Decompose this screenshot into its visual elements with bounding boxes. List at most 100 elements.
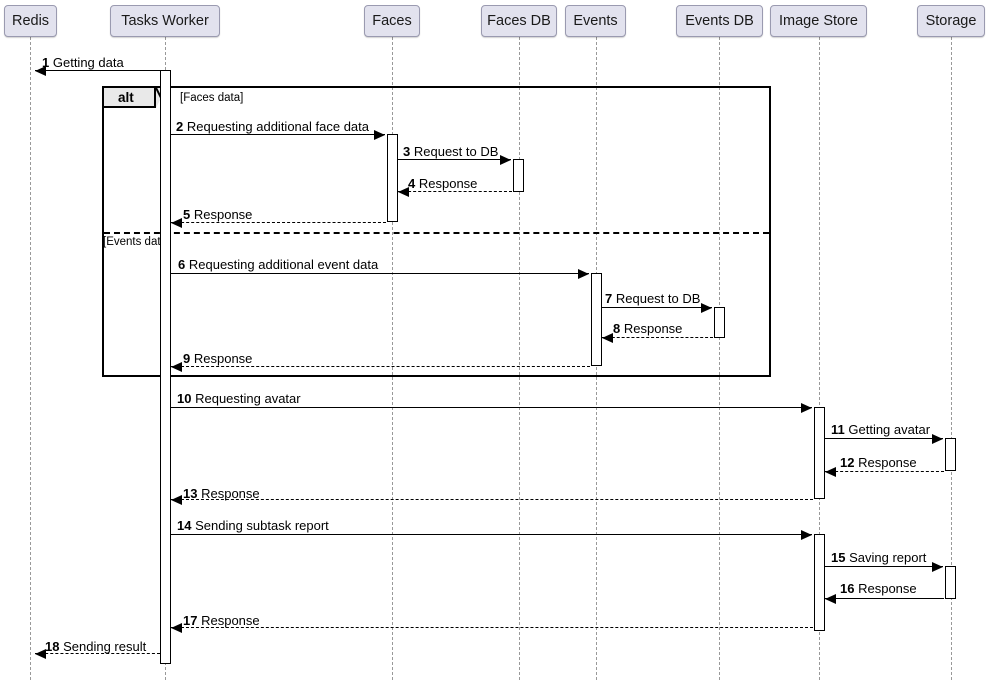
message-seq-15: 15 [831,550,846,565]
message-arrowhead-17 [171,622,182,633]
message-seq-10: 10 [177,391,192,406]
message-label-6: 6 Requesting additional event data [178,257,378,272]
participant-storage[interactable]: Storage [917,5,985,37]
message-label-13: 13 Response [183,486,260,501]
lifeline-storage [951,37,952,680]
message-line-9 [171,366,590,367]
message-label-10: 10 Requesting avatar [177,391,301,406]
message-seq-7: 7 [605,291,613,306]
message-text-6: Requesting additional event data [188,257,379,272]
message-arrowhead-15 [932,561,943,572]
message-label-12: 12 Response [840,455,917,470]
message-seq-13: 13 [183,486,198,501]
message-arrowhead-5 [171,217,182,228]
message-text-2: Requesting additional face data [186,119,369,134]
message-line-3 [398,159,511,160]
message-seq-17: 17 [183,613,198,628]
message-line-6 [171,273,589,274]
message-line-1 [35,70,160,71]
act-faces [387,134,398,222]
message-arrowhead-11 [932,433,943,444]
participant-events-db[interactable]: Events DB [676,5,763,37]
message-arrowhead-8 [602,332,613,343]
act-image-store-1 [814,407,825,499]
act-events [591,273,602,366]
message-label-8: 8 Response [613,321,682,336]
message-seq-12: 12 [840,455,855,470]
lifeline-events-db [719,37,720,680]
message-line-12 [825,471,944,472]
message-line-5 [171,222,386,223]
message-text-10: Requesting avatar [195,391,301,406]
message-seq-11: 11 [831,422,845,437]
message-seq-1: 1 [42,55,50,70]
act-image-store-2 [814,534,825,631]
message-arrowhead-18 [35,648,46,659]
message-text-14: Sending subtask report [195,518,329,533]
message-seq-3: 3 [403,144,411,159]
message-line-2 [171,134,385,135]
act-faces-db [513,159,524,192]
participant-tasks-worker[interactable]: Tasks Worker [110,5,220,37]
participant-events[interactable]: Events [565,5,626,37]
message-seq-9: 9 [183,351,191,366]
message-label-7: 7 Request to DB [605,291,700,306]
message-arrowhead-4 [398,186,409,197]
message-text-3: Request to DB [413,144,499,159]
message-line-10 [171,407,812,408]
message-label-5: 5 Response [183,207,252,222]
message-text-4: Response [418,176,478,191]
message-line-15 [825,566,943,567]
participant-faces-db[interactable]: Faces DB [481,5,557,37]
message-seq-6: 6 [178,257,186,272]
alt-fragment-operator: alt [104,88,156,108]
message-arrowhead-9 [171,361,182,372]
message-seq-14: 14 [177,518,192,533]
message-label-4: 4 Response [408,176,477,191]
message-line-17 [171,627,813,628]
message-line-4 [398,191,512,192]
message-arrowhead-12 [825,466,836,477]
message-line-18 [35,653,160,654]
message-seq-2: 2 [176,119,184,134]
message-line-8 [602,337,713,338]
message-text-18: Sending result [63,639,147,654]
message-arrowhead-13 [171,494,182,505]
message-line-14 [171,534,812,535]
message-text-16: Response [858,581,917,596]
message-arrowhead-14 [801,529,812,540]
message-label-17: 17 Response [183,613,260,628]
message-text-15: Saving report [849,550,927,565]
message-text-9: Response [193,351,253,366]
act-tasks-worker [160,70,171,664]
alt-fragment [102,86,771,377]
message-text-1: Getting data [52,55,124,70]
participant-image-store[interactable]: Image Store [770,5,867,37]
message-text-8: Response [623,321,683,336]
message-arrowhead-10 [801,402,812,413]
message-line-11 [825,438,943,439]
message-arrowhead-3 [500,154,511,165]
message-label-1: 1 Getting data [42,55,124,70]
act-storage-2 [945,566,956,599]
message-arrowhead-1 [35,65,46,76]
message-line-16 [825,598,944,599]
message-text-11: Getting avatar [848,422,931,437]
message-seq-8: 8 [613,321,621,336]
alt-fragment-guard-1: [Events data] [103,236,171,248]
alt-fragment-guard-0: [Faces data] [180,92,244,104]
message-label-2: 2 Requesting additional face data [176,119,369,134]
act-events-db [714,307,725,338]
alt-fragment-divider [104,232,769,234]
participant-redis[interactable]: Redis [4,5,57,37]
participant-faces[interactable]: Faces [364,5,420,37]
message-label-14: 14 Sending subtask report [177,518,329,533]
lifeline-image-store [819,37,820,680]
message-seq-4: 4 [408,176,416,191]
message-line-7 [602,307,712,308]
message-text-17: Response [201,613,260,628]
message-text-7: Request to DB [615,291,701,306]
message-seq-16: 16 [840,581,855,596]
message-text-12: Response [858,455,917,470]
